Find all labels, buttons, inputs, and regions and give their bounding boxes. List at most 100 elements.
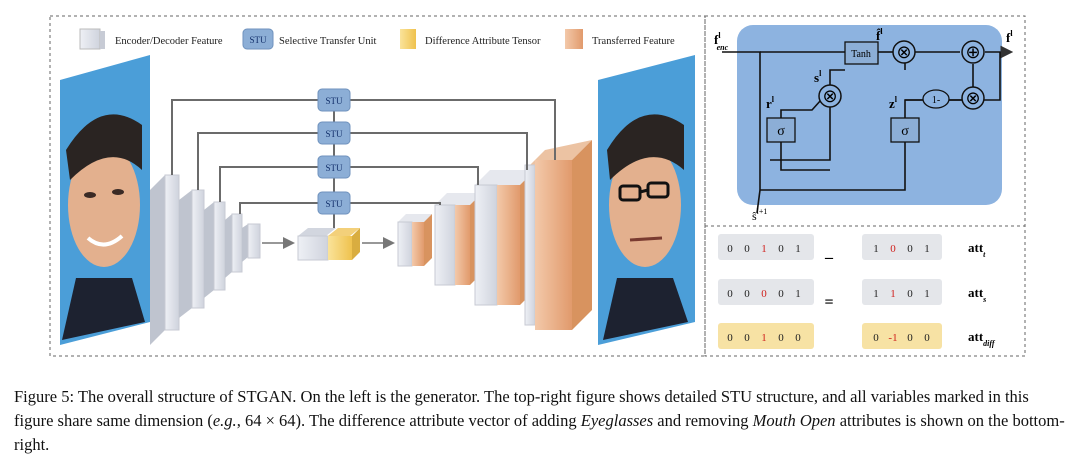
stu-label: STU <box>325 199 343 209</box>
encoder-stack <box>150 174 261 345</box>
vector-digit: 0 <box>778 332 784 344</box>
legend: Encoder/Decoder Feature STU Selective Tr… <box>79 28 675 50</box>
caption-eg: e.g. <box>212 411 237 430</box>
vector-digit: 1 <box>924 243 930 255</box>
vector-digit: 0 <box>761 288 767 300</box>
stu-block-1: STU <box>317 88 351 112</box>
caption-suffix: attributes is shown on the bottom-right. <box>14 411 1065 454</box>
vector-digit: 1 <box>873 243 879 255</box>
encoder-layer-3 <box>204 201 226 298</box>
svg-text:sl: sl <box>814 69 822 85</box>
legend-stu-badge: STU <box>249 35 267 45</box>
attribute-label: attt <box>968 240 986 259</box>
legend-diff-tensor: Difference Attribute Tensor <box>400 29 541 49</box>
attribute-label: atts <box>968 285 986 304</box>
stu-detail: Tanh ⊗ ⊕ ⊗ ⊗ 1- σ σ <box>714 25 1013 223</box>
sigma-r: σ <box>766 117 796 143</box>
encoder-layer-1 <box>150 174 180 345</box>
vector-digit: 1 <box>890 288 896 300</box>
generator-stus: STU STU STU STU <box>317 88 351 215</box>
vector-digit: 0 <box>744 288 750 300</box>
multiply-z: ⊗ <box>961 86 985 110</box>
vector-digit: -1 <box>888 332 897 344</box>
legend-stu: STU Selective Transfer Unit <box>242 28 376 50</box>
plus-node: ⊕ <box>961 40 985 64</box>
vector-digit: 0 <box>778 288 784 300</box>
skip-connections <box>171 99 556 228</box>
legend-diff-tensor-label: Difference Attribute Tensor <box>425 36 541 47</box>
caption-mouth-open: Mouth Open <box>752 411 836 430</box>
multiply-top-symbol: ⊗ <box>896 42 911 62</box>
legend-transferred-label: Transferred Feature <box>592 36 675 47</box>
stu-block-2: STU <box>317 121 351 145</box>
s-label: s <box>814 70 819 85</box>
vector-digit: 0 <box>778 243 784 255</box>
vector-digit: 0 <box>744 243 750 255</box>
left-panel-frame <box>49 15 706 357</box>
sigma-r-label: σ <box>777 124 785 139</box>
vector-box-right <box>862 323 942 349</box>
vector-digit: 0 <box>873 332 879 344</box>
sigma-z-label: σ <box>901 124 909 139</box>
figure-caption: Figure 5: The overall structure of STGAN… <box>14 385 1066 457</box>
vector-operator: = <box>824 294 833 311</box>
decoder-layer-1 <box>397 214 432 267</box>
vector-digit: 0 <box>727 243 733 255</box>
vector-digit: 0 <box>795 332 801 344</box>
one-minus-label: 1- <box>932 95 940 106</box>
vector-digit: 1 <box>795 288 801 300</box>
tanh-block: Tanh <box>844 41 879 65</box>
svg-text:rl: rl <box>766 95 775 111</box>
multiply-s-symbol: ⊗ <box>822 86 837 106</box>
encoder-layer-5 <box>242 223 261 262</box>
output-face-image <box>598 55 695 345</box>
vector-box-right <box>862 279 942 305</box>
vector-box-left <box>718 279 814 305</box>
tanh-label: Tanh <box>851 49 871 60</box>
vector-digit: 0 <box>744 332 750 344</box>
vector-digit: 1 <box>761 332 767 344</box>
attribute-label: attdiff <box>968 329 996 348</box>
stu-block-3: STU <box>317 155 351 179</box>
svg-text:fl: fl <box>1006 29 1013 45</box>
bottleneck <box>262 228 395 261</box>
input-face-image <box>60 55 150 345</box>
vector-box-left <box>718 234 814 260</box>
vector-digit: 1 <box>873 288 879 300</box>
stu-label: STU <box>325 129 343 139</box>
stu-label: STU <box>325 163 343 173</box>
vector-operator: – <box>824 249 834 266</box>
vector-box-left <box>718 323 814 349</box>
stu-label: STU <box>325 96 343 106</box>
stu-block-4: STU <box>317 191 351 215</box>
one-minus-node: 1- <box>922 89 950 109</box>
caption-dims: , 64 × 64). The difference attribute vec… <box>236 411 581 430</box>
f-out-label: f <box>1006 30 1011 45</box>
decoder-layer-4 <box>524 140 592 330</box>
z-label: z <box>889 96 895 111</box>
vector-digit: 1 <box>761 243 767 255</box>
svg-text:ŝl+1: ŝl+1 <box>752 207 767 223</box>
sigma-z: σ <box>890 117 920 143</box>
vector-digit: 0 <box>907 332 913 344</box>
f-hat-label: f̂ <box>876 28 882 43</box>
f-enc-label: f <box>714 32 719 47</box>
multiply-z-symbol: ⊗ <box>965 88 980 108</box>
vector-digit: 0 <box>907 288 913 300</box>
svg-text:f̂l: f̂l <box>876 27 884 43</box>
vector-digit: 1 <box>924 288 930 300</box>
vector-digit: 0 <box>924 332 930 344</box>
r-label: r <box>766 96 772 111</box>
difference-attribute-tensor <box>328 236 352 260</box>
caption-prefix: Figure 5: The overall structure of STGAN… <box>14 387 1029 430</box>
multiply-s: ⊗ <box>818 84 842 108</box>
vector-digit: 0 <box>727 332 733 344</box>
legend-transferred: Transferred Feature <box>565 29 675 49</box>
vector-digit: 1 <box>795 243 801 255</box>
